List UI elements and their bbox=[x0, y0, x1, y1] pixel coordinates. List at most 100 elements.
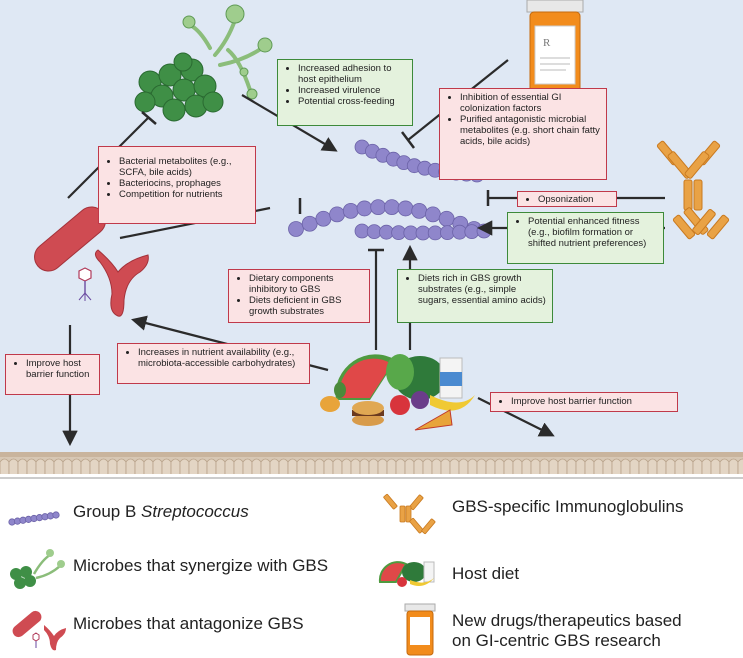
barrier-right-box: Improve host barrier function bbox=[490, 392, 678, 412]
epithelial-cell bbox=[296, 458, 307, 474]
epithelial-cell bbox=[278, 458, 289, 474]
epithelial-cell bbox=[440, 458, 451, 474]
epithelial-cell bbox=[233, 458, 244, 474]
epithelial-cell bbox=[512, 458, 523, 474]
gbs-coccus bbox=[342, 202, 359, 219]
legend-synergy-icon bbox=[10, 549, 65, 589]
epithelial-cell bbox=[206, 458, 217, 474]
antagonist-mechanisms-box: Bacterial metabolites (e.g., SCFA, bile … bbox=[98, 146, 256, 224]
legend-gbs-label: Group B Streptococcus bbox=[73, 502, 249, 522]
barrier-left-label: Improve host barrier function bbox=[26, 358, 94, 380]
legend-drugs-line1: New drugs/therapeutics based bbox=[452, 611, 682, 630]
epithelial-cell bbox=[0, 458, 10, 474]
legend-pill-icon bbox=[404, 603, 436, 656]
epithelial-cell bbox=[476, 458, 487, 474]
epithelial-cell bbox=[89, 458, 100, 474]
epithelial-cell bbox=[692, 458, 703, 474]
epithelial-cell bbox=[179, 458, 190, 474]
epithelial-cell bbox=[638, 458, 649, 474]
epithelial-cell bbox=[494, 458, 505, 474]
epithelial-cell bbox=[17, 458, 28, 474]
epithelial-cell bbox=[602, 458, 613, 474]
opsonization-box: Opsonization bbox=[517, 191, 617, 207]
gbs-coccus bbox=[329, 206, 345, 223]
epithelial-cell bbox=[107, 458, 118, 474]
synergy-microbes-icon bbox=[134, 4, 273, 122]
legend-drugs-label: New drugs/therapeutics based on GI-centr… bbox=[452, 611, 682, 651]
epithelial-cell bbox=[413, 458, 424, 474]
gbs-coccus bbox=[315, 210, 332, 227]
epithelial-cell bbox=[458, 458, 469, 474]
epithelial-cell bbox=[386, 458, 397, 474]
epithelial-cell bbox=[359, 458, 370, 474]
epithelial-cell bbox=[467, 458, 478, 474]
epithelial-cell bbox=[8, 458, 19, 474]
legend-gbs-italic: Streptococcus bbox=[141, 502, 249, 521]
epithelial-cell bbox=[143, 458, 154, 474]
synergy-effect-adhesion: Increased adhesion to host epithelium bbox=[298, 63, 407, 85]
gbs-coccus bbox=[288, 221, 304, 237]
epithelial-cell bbox=[53, 458, 64, 474]
epithelial-cell bbox=[557, 458, 568, 474]
diet-inhibitory-box: Dietary components inhibitory to GBSDiet… bbox=[228, 269, 370, 323]
epithelial-cell bbox=[62, 458, 73, 474]
epithelial-cell bbox=[26, 458, 37, 474]
epithelial-cell bbox=[377, 458, 388, 474]
epithelial-cell bbox=[629, 458, 640, 474]
epithelial-cell bbox=[152, 458, 163, 474]
antagonist-bacteriocins: Bacteriocins, prophages bbox=[119, 178, 250, 189]
legend-diet-icon bbox=[378, 561, 435, 587]
drug-purified-metabolites: Purified antagonistic microbial metaboli… bbox=[460, 114, 601, 147]
epithelial-cell bbox=[566, 458, 577, 474]
epithelial-cell bbox=[404, 458, 415, 474]
epithelial-cell bbox=[350, 458, 361, 474]
antagonist-competition: Competition for nutrients bbox=[119, 189, 250, 200]
epithelial-cell bbox=[611, 458, 622, 474]
epithelial-cell bbox=[521, 458, 532, 474]
epithelial-cell bbox=[332, 458, 343, 474]
epithelial-cell bbox=[287, 458, 298, 474]
epithelial-cell bbox=[80, 458, 91, 474]
gbs-coccus bbox=[397, 200, 414, 217]
epithelial-cell bbox=[242, 458, 253, 474]
drug-inhibition-colonization: Inhibition of essential GI colonization … bbox=[460, 92, 601, 114]
epithelial-cell bbox=[341, 458, 352, 474]
epithelial-cell bbox=[647, 458, 658, 474]
epithelial-cell bbox=[449, 458, 460, 474]
legend-immuno-label: GBS-specific Immunoglobulins bbox=[452, 497, 684, 516]
epithelial-cell bbox=[116, 458, 127, 474]
epithelial-cell bbox=[431, 458, 442, 474]
epithelial-cell bbox=[719, 458, 730, 474]
legend-synergize-label: Microbes that synergize with GBS bbox=[73, 556, 329, 575]
epithelial-cell bbox=[575, 458, 586, 474]
epithelial-cell bbox=[422, 458, 433, 474]
epithelial-cell bbox=[197, 458, 208, 474]
epithelial-cell bbox=[44, 458, 55, 474]
epithelial-cell bbox=[710, 458, 721, 474]
barrier-left-box: Improve host barrier function bbox=[5, 354, 100, 395]
synergy-effect-virulence: Increased virulence bbox=[298, 85, 407, 96]
epithelial-cell bbox=[674, 458, 685, 474]
legend-diet-label: Host diet bbox=[452, 564, 520, 583]
gbs-coccus bbox=[383, 199, 400, 216]
epithelial-cell bbox=[314, 458, 325, 474]
epithelial-cell bbox=[548, 458, 559, 474]
opsonization-label: Opsonization bbox=[538, 194, 611, 205]
epithelial-cell bbox=[485, 458, 496, 474]
epithelial-cell bbox=[269, 458, 280, 474]
epithelial-cell bbox=[701, 458, 712, 474]
epithelial-cell bbox=[71, 458, 82, 474]
epithelial-cell bbox=[170, 458, 181, 474]
epithelial-cell bbox=[593, 458, 604, 474]
epithelial-cell bbox=[665, 458, 676, 474]
epithelial-cell bbox=[35, 458, 46, 474]
legend-antagonize-label: Microbes that antagonize GBS bbox=[73, 614, 304, 633]
enhanced-fitness-box: Potential enhanced fitness (e.g., biofil… bbox=[507, 212, 664, 264]
synergy-effects-box: Increased adhesion to host epitheliumInc… bbox=[277, 59, 413, 126]
epithelial-cell bbox=[260, 458, 271, 474]
gbs-coccus bbox=[52, 511, 60, 519]
epithelial-cell bbox=[539, 458, 550, 474]
diet-inhibitory-components: Dietary components inhibitory to GBS bbox=[249, 273, 364, 295]
epithelial-cell bbox=[323, 458, 334, 474]
enhanced-fitness-label: Potential enhanced fitness (e.g., biofil… bbox=[528, 216, 658, 249]
